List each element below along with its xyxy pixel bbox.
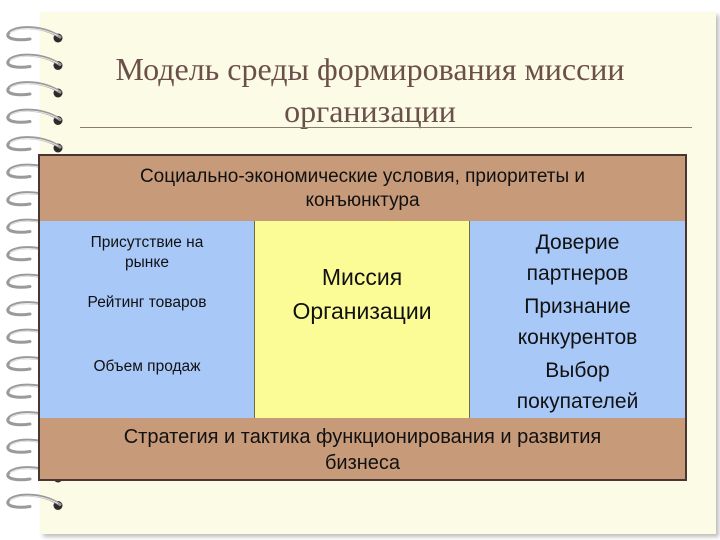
right-item-partner-trust: Доверие партнеров [470, 227, 685, 289]
mission-core-panel: Миссия Организации [254, 221, 470, 418]
bottom-band-line-2: бизнеса [324, 452, 401, 474]
left-item-product-rating: Рейтинг товаров [40, 293, 254, 313]
stakeholder-perception-panel: Доверие партнеров Признание конкурентов … [470, 221, 685, 418]
left-item-text: Рейтинг товаров [87, 294, 207, 311]
right-item-customer-choice: Выбор покупателей [470, 355, 685, 417]
right-item-text: Признание [524, 295, 631, 318]
title-underline [80, 127, 692, 128]
left-item-market-presence: Присутствие на рынке [40, 233, 254, 273]
market-indicators-panel: Присутствие на рынке Рейтинг товаров Объ… [40, 221, 254, 418]
left-item-text: Присутствие на [90, 234, 204, 251]
title-line-1: Модель среды формирования миссии [115, 51, 625, 87]
spiral-ring-icon [6, 493, 63, 510]
mission-text: Миссия [321, 264, 403, 290]
left-item-text: Объем продаж [93, 358, 201, 375]
external-conditions-band: Социально-экономические условия, приорит… [40, 156, 685, 220]
right-item-text: Выбор [545, 359, 610, 382]
strategy-band: Стратегия и тактика функционирования и р… [40, 418, 685, 479]
right-item-text: конкурентов [517, 326, 638, 349]
mission-text: Организации [292, 298, 432, 324]
right-item-competitor-recognition: Признание конкурентов [470, 291, 685, 353]
spiral-ring-icon [6, 26, 63, 43]
left-item-sales-volume: Объем продаж [40, 357, 254, 377]
top-band-line-1: Социально-экономические условия, приорит… [139, 166, 586, 187]
spiral-ring-icon [6, 108, 63, 125]
mission-label: Миссия Организации [255, 260, 469, 328]
bottom-band-line-1: Стратегия и тактика функционирования и р… [123, 426, 602, 448]
right-item-text: партнеров [526, 262, 629, 285]
spiral-ring-icon [6, 53, 63, 70]
spiral-ring-icon [6, 136, 63, 153]
slide-title: Модель среды формирования миссии организ… [50, 48, 690, 132]
top-band-line-2: конъюнктура [305, 190, 420, 211]
spiral-ring-icon [6, 81, 63, 98]
right-item-text: Доверие [535, 231, 620, 254]
right-item-text: покупателей [516, 390, 639, 413]
mission-environment-diagram: Социально-экономические условия, приорит… [38, 154, 687, 481]
title-line-2: организации [284, 93, 456, 129]
left-item-text: рынке [125, 254, 169, 271]
